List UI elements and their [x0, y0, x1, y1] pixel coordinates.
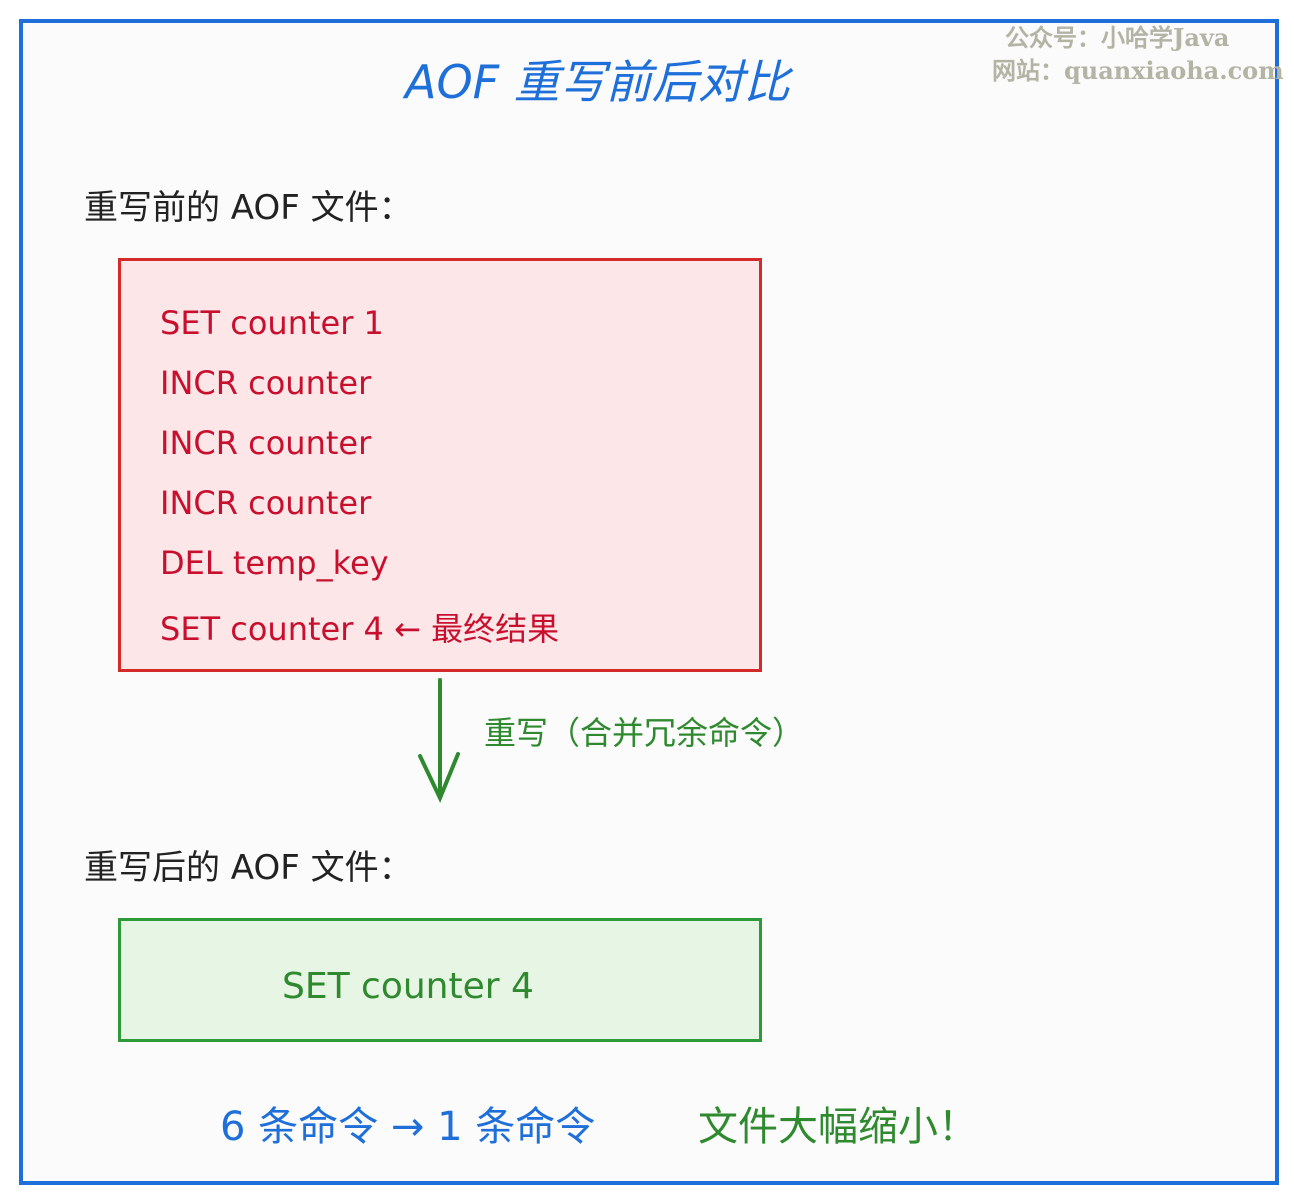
rewrite-label: 重写（合并冗余命令）: [484, 714, 805, 752]
after-label: 重写后的 AOF 文件：: [84, 848, 413, 888]
command-line: INCR counter: [160, 484, 372, 522]
summary-count: 6 条命令 → 1 条命令: [220, 1104, 596, 1150]
after-aof-box: [118, 918, 762, 1042]
before-aof-box: [118, 258, 762, 672]
command-line: DEL temp_key: [160, 544, 389, 582]
watermark-line1: 公众号：小哈学Java: [1005, 23, 1230, 52]
diagram-title: AOF 重写前后对比: [405, 55, 790, 109]
watermark-line2: 网站：quanxiaoha.com: [992, 56, 1284, 85]
command-line: INCR counter: [160, 364, 372, 402]
before-label: 重写前的 AOF 文件：: [84, 188, 413, 228]
after-command: SET counter 4: [282, 966, 534, 1007]
down-arrow-icon: [418, 678, 460, 803]
command-line: SET counter 1: [160, 304, 384, 342]
command-line: INCR counter: [160, 424, 372, 462]
summary-result: 文件大幅缩小！: [698, 1104, 978, 1150]
command-line: SET counter 4 ← 最终结果: [160, 610, 560, 648]
